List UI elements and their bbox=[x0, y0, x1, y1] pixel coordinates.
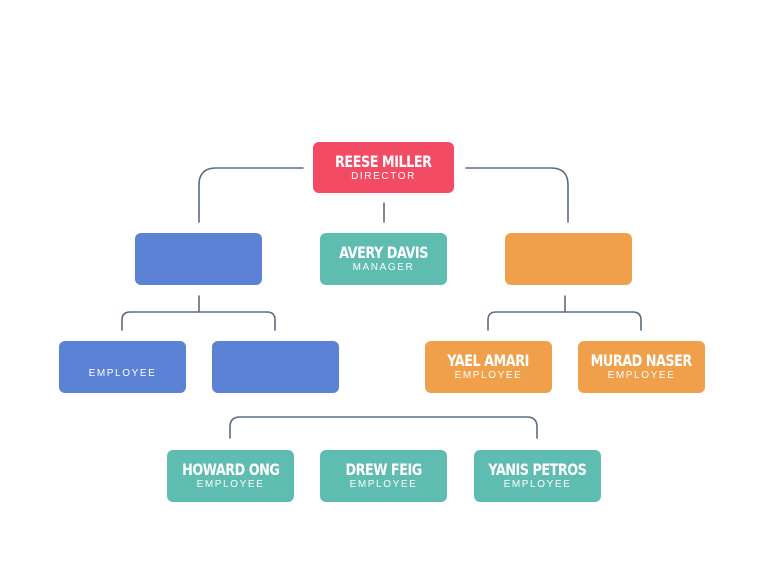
connector-bottom-group bbox=[229, 416, 538, 439]
node-role: EMPLOYEE bbox=[196, 479, 265, 490]
connector-orange-employees bbox=[487, 311, 642, 331]
node-avery-davis: AVERY DAVIS MANAGER bbox=[320, 233, 447, 285]
node-blue-employee-1: EMPLOYEE bbox=[59, 341, 186, 393]
node-name: AVERY DAVIS bbox=[339, 243, 428, 262]
node-murad-naser: MURAD NASER EMPLOYEE bbox=[578, 341, 705, 393]
connector-blue-employees bbox=[121, 311, 276, 331]
node-role: EMPLOYEE bbox=[607, 370, 676, 381]
node-howard-ong: HOWARD ONG EMPLOYEE bbox=[167, 450, 294, 502]
node-yael-amari: YAEL AMARI EMPLOYEE bbox=[425, 341, 552, 393]
node-name: REESE MILLER bbox=[335, 151, 432, 171]
node-name: MURAD NASER bbox=[590, 351, 693, 370]
node-role: EMPLOYEE bbox=[88, 368, 157, 379]
node-blue-employee-2 bbox=[212, 341, 339, 393]
node-name: HOWARD ONG bbox=[181, 460, 280, 479]
connector-director-orange-lead bbox=[465, 167, 569, 223]
node-name: DREW FEIG bbox=[345, 460, 422, 479]
node-role: DIRECTOR bbox=[351, 170, 416, 182]
node-role: EMPLOYEE bbox=[454, 370, 523, 381]
node-yanis-petros: YANIS PETROS EMPLOYEE bbox=[474, 450, 601, 502]
connector-director-blue-lead bbox=[198, 167, 304, 223]
node-role: MANAGER bbox=[352, 262, 415, 273]
node-blue-lead bbox=[135, 233, 262, 285]
node-role: EMPLOYEE bbox=[503, 479, 572, 490]
node-name: YANIS PETROS bbox=[488, 460, 587, 479]
node-drew-feig: DREW FEIG EMPLOYEE bbox=[320, 450, 447, 502]
node-role: EMPLOYEE bbox=[349, 479, 418, 490]
node-orange-lead bbox=[505, 233, 632, 285]
node-name: YAEL AMARI bbox=[447, 351, 530, 370]
node-reese-miller: REESE MILLER DIRECTOR bbox=[313, 142, 454, 193]
